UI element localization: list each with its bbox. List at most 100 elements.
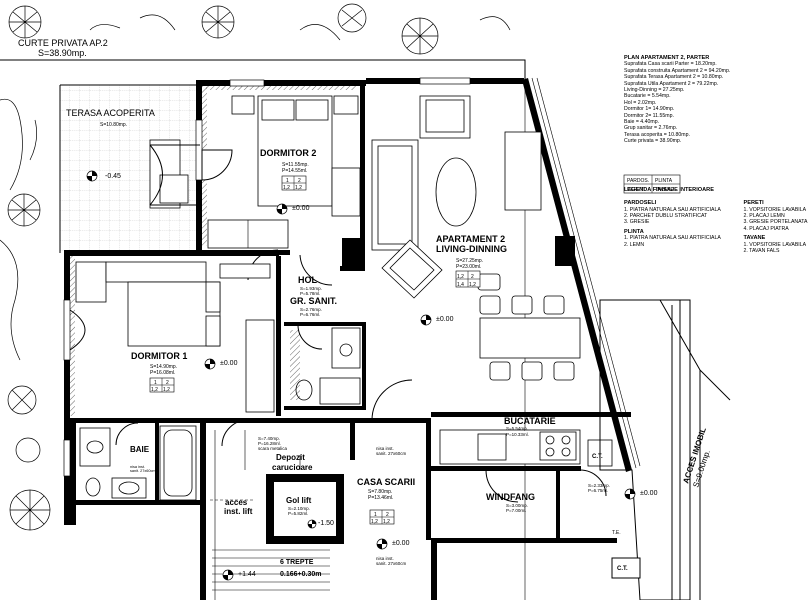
terrace-title: TERASA ACOPERITA: [66, 108, 155, 118]
hol-s: S=1.93mp.: [300, 286, 322, 291]
gol-lift-p: P=5.82ml.: [288, 511, 308, 516]
toilet-icon: [85, 477, 101, 497]
access-ramp: [599, 299, 731, 600]
nisa-2: nisa inst.: [376, 556, 394, 561]
legend-pardoseli-item: 2. PARCHET DUBLU STRATIFICAT: [624, 212, 708, 219]
ct-label: C.T.: [592, 454, 603, 460]
legend-pereti-item: 2. PLACAJ LEMN: [743, 212, 785, 219]
dormitor2-level: ±0.00: [292, 205, 310, 212]
bucatarie-s: S=5.54mp.: [506, 426, 528, 431]
level-markers: ±0.00 ±0.00 ±0.00 ±0.00 ±0.00 +1.44: [204, 203, 658, 581]
legend-area-item: Living-Dinning = 27.25mp.: [624, 87, 685, 94]
legend-area-item: Suprafata Casa scarii Parter = 18.20mp.: [624, 61, 717, 68]
windfang-level: ±0.00: [640, 490, 658, 497]
legend-area-item: Baie = 4.40mp.: [624, 119, 660, 126]
ap2-p: P=23.00ml.: [456, 264, 481, 270]
svg-text:2: 2: [298, 178, 301, 184]
stairs: [210, 430, 330, 600]
ap2-subtitle: LIVING-DINNING: [436, 244, 507, 254]
legend-pereti-title: PERETI: [743, 200, 764, 207]
doors: [69, 144, 607, 503]
level-marker-icon: [624, 488, 636, 500]
plan-legend: PLAN APARTAMENT 2, PARTER Suprafata Casa…: [624, 55, 808, 255]
dormitor2-title: DORMITOR 2: [260, 148, 316, 158]
svg-text:1,2: 1,2: [295, 185, 302, 191]
depozit-title-2: carucioare: [272, 463, 313, 472]
legend-area-item: Curte privata = 38.90mp.: [624, 138, 682, 145]
dormitor1-p: P=16.08ml.: [150, 370, 175, 376]
ct-label-2: C.T.: [617, 566, 628, 572]
living-furniture: [371, 95, 581, 381]
svg-text:1,4: 1,4: [457, 282, 464, 288]
windfang-p: P=7.00ml.: [506, 508, 526, 513]
svg-text:1,2: 1,2: [283, 185, 290, 191]
stairs-label: 6 TREPTE: [280, 559, 314, 566]
legend-area-item: Grup sanitar = 2.76mp.: [624, 125, 678, 132]
legend-area-item: Dormitor 1= 14.90mp.: [624, 106, 675, 113]
casa-scarii-title: CASA SCARII: [357, 477, 415, 487]
level-marker-icon: [376, 538, 388, 550]
svg-text:1,2: 1,2: [163, 387, 170, 393]
nisa-1: nisa inst.: [376, 446, 394, 451]
gol-lift-s: S=2.10mp.: [288, 506, 310, 511]
svg-text:1: 1: [286, 178, 289, 184]
legend-box-pardos: PARDOS.: [627, 178, 649, 184]
finish-box-living: 1,2 2 1,4 1,2: [455, 270, 481, 288]
svg-text:1,2: 1,2: [383, 519, 390, 525]
legend-tavane-item: 1. VOPSITORIE LAVABILA: [743, 241, 807, 248]
kitchen-counter: [439, 429, 613, 467]
yard-area: S=38.90mp.: [38, 48, 87, 58]
legend-box-pereti: PERETI: [627, 187, 645, 193]
windfang-title: WINDFANG: [486, 492, 535, 502]
casa-scarii-level: ±0.00: [392, 540, 410, 547]
legend-plinta-item: 1. PIATRA NATURALA SAU ARTIFICIALA: [624, 235, 721, 242]
finish-box-dormitor2: 1 2 1,2 1,2: [281, 175, 307, 191]
level-marker-icon: [420, 314, 432, 326]
te-label: T.E.: [612, 530, 621, 536]
inst-lift-label: inst. lift: [224, 507, 253, 516]
dormitor1-title: DORMITOR 1: [131, 351, 187, 361]
stairs-dim: 0.166+0.30m: [280, 571, 321, 578]
legend-area-list: Suprafata Casa scarii Parter = 18.20mp.S…: [624, 61, 800, 144]
legend-box-plinta: PLINTA: [655, 178, 673, 184]
casa-scarii-p: P=13.46ml.: [368, 495, 393, 501]
yard-title: CURTE PRIVATA AP.2: [18, 38, 108, 48]
dormitor1-level: ±0.00: [220, 360, 238, 367]
depozit-p: P=16.28ml.: [258, 441, 281, 446]
windfang2-s: S=2.33mp.: [588, 483, 610, 488]
hol-title: HOL: [298, 275, 318, 285]
bed: [127, 281, 221, 347]
legend-area-item: Bucatarie = 5.54mp.: [624, 93, 671, 100]
svg-text:2: 2: [471, 274, 474, 280]
acces-label: acces: [225, 498, 248, 507]
level-minus-150: -1.50: [318, 520, 334, 527]
legend-plinta-item: 2. LEMN: [624, 241, 645, 248]
gr-sanit-title: GR. SANIT.: [290, 296, 337, 306]
casa-scarii-s: S=7.80mp.: [368, 489, 392, 495]
nightstand: [231, 95, 255, 115]
desk: [331, 167, 361, 217]
baie-title: BAIE: [130, 445, 150, 454]
legend-plan-title: PLAN APARTAMENT 2, PARTER: [624, 55, 710, 61]
legend-area-item: Suprafata construita Apartament 2 = 94.2…: [624, 67, 731, 74]
nisa-1-dim: sanit. 27x60cm: [376, 451, 407, 456]
legend-tavane-item: 2. TAVAN FALS: [743, 247, 780, 254]
legend-area-item: Dormitor 2= 11.55mp.: [624, 112, 674, 119]
gr-sanit-p: P=6.76ml.: [300, 312, 320, 317]
legend-pardoseli-item: 3. GRESIE: [624, 219, 650, 226]
legend-area-item: Suprafata Terasa Apartament 2 = 10.80mp.: [624, 74, 724, 81]
svg-text:1: 1: [154, 380, 157, 386]
level-marker-icon: [307, 519, 317, 529]
dining-table: [479, 317, 581, 359]
svg-text:1: 1: [374, 512, 377, 518]
depozit-title-1: Depozit: [276, 453, 305, 462]
legend-pardoseli-title: PARDOSELI: [624, 200, 657, 207]
finish-box-casa-scarii: 1 2 1,2 1,2: [369, 509, 395, 525]
sanitary-fixtures: [79, 327, 361, 501]
legend-pereti-item: 4. PLACAJ PIATRA: [743, 225, 789, 232]
legend-tavane-title: TAVANE: [743, 235, 766, 242]
